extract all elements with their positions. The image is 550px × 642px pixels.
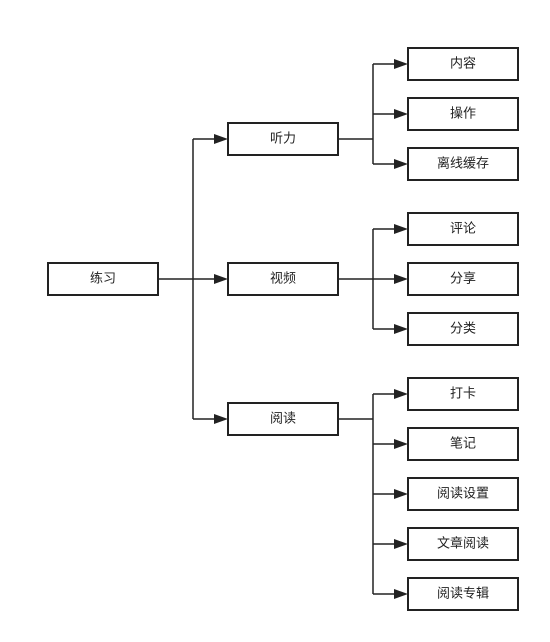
node-listening-offline-cache[interactable]: 离线缓存	[407, 147, 519, 181]
arrowhead	[214, 134, 228, 144]
arrowhead	[394, 489, 408, 499]
node-box	[407, 97, 519, 131]
node-box	[407, 477, 519, 511]
arrowhead	[394, 589, 408, 599]
arrowhead	[394, 109, 408, 119]
node-video-box	[227, 262, 339, 296]
node-label: 内容	[450, 56, 476, 72]
connector-lines	[158, 59, 408, 599]
node-listening-label: 听力	[270, 132, 296, 147]
node-listening-box	[227, 122, 339, 156]
node-box	[407, 312, 519, 346]
node-reading-checkin[interactable]: 打卡	[407, 377, 519, 411]
node-label: 分类	[450, 322, 476, 337]
node-label: 打卡	[450, 387, 476, 402]
node-reading-label: 阅读	[270, 412, 296, 427]
arrowhead	[394, 59, 408, 69]
node-video-category[interactable]: 分类	[407, 312, 519, 346]
node-label: 笔记	[450, 436, 476, 452]
node-box	[407, 262, 519, 296]
arrowhead	[394, 324, 408, 334]
node-label: 阅读专辑	[437, 587, 489, 602]
arrowhead	[394, 389, 408, 399]
arrowhead	[394, 539, 408, 549]
node-label: 阅读设置	[437, 487, 489, 502]
node-label: 离线缓存	[437, 156, 489, 172]
node-reading-article[interactable]: 文章阅读	[407, 527, 519, 561]
node-video-label: 视频	[270, 272, 296, 287]
node-label: 分享	[450, 271, 476, 287]
node-root-box	[47, 262, 159, 296]
arrowhead	[214, 414, 228, 424]
node-label: 操作	[450, 106, 476, 122]
node-box	[407, 377, 519, 411]
node-video-share[interactable]: 分享	[407, 262, 519, 296]
node-root[interactable]: 练习	[47, 262, 159, 296]
node-listening[interactable]: 听力	[227, 122, 339, 156]
node-reading-settings[interactable]: 阅读设置	[407, 477, 519, 511]
node-reading-box	[227, 402, 339, 436]
node-box	[407, 427, 519, 461]
node-listening-content[interactable]: 内容	[407, 47, 519, 81]
node-box	[407, 47, 519, 81]
arrowhead	[394, 159, 408, 169]
node-box	[407, 577, 519, 611]
node-box	[407, 527, 519, 561]
node-root-label: 练习	[90, 272, 116, 287]
node-reading-notes[interactable]: 笔记	[407, 427, 519, 461]
arrowhead	[394, 439, 408, 449]
node-video-comment[interactable]: 评论	[407, 212, 519, 246]
node-label: 文章阅读	[437, 536, 489, 552]
node-label: 评论	[450, 222, 476, 237]
node-reading-album[interactable]: 阅读专辑	[407, 577, 519, 611]
node-listening-operation[interactable]: 操作	[407, 97, 519, 131]
node-reading[interactable]: 阅读	[227, 402, 339, 436]
node-box	[407, 147, 519, 181]
arrowhead	[394, 224, 408, 234]
arrowhead	[214, 274, 228, 284]
arrowhead	[394, 274, 408, 284]
node-video[interactable]: 视频	[227, 262, 339, 296]
node-box	[407, 212, 519, 246]
